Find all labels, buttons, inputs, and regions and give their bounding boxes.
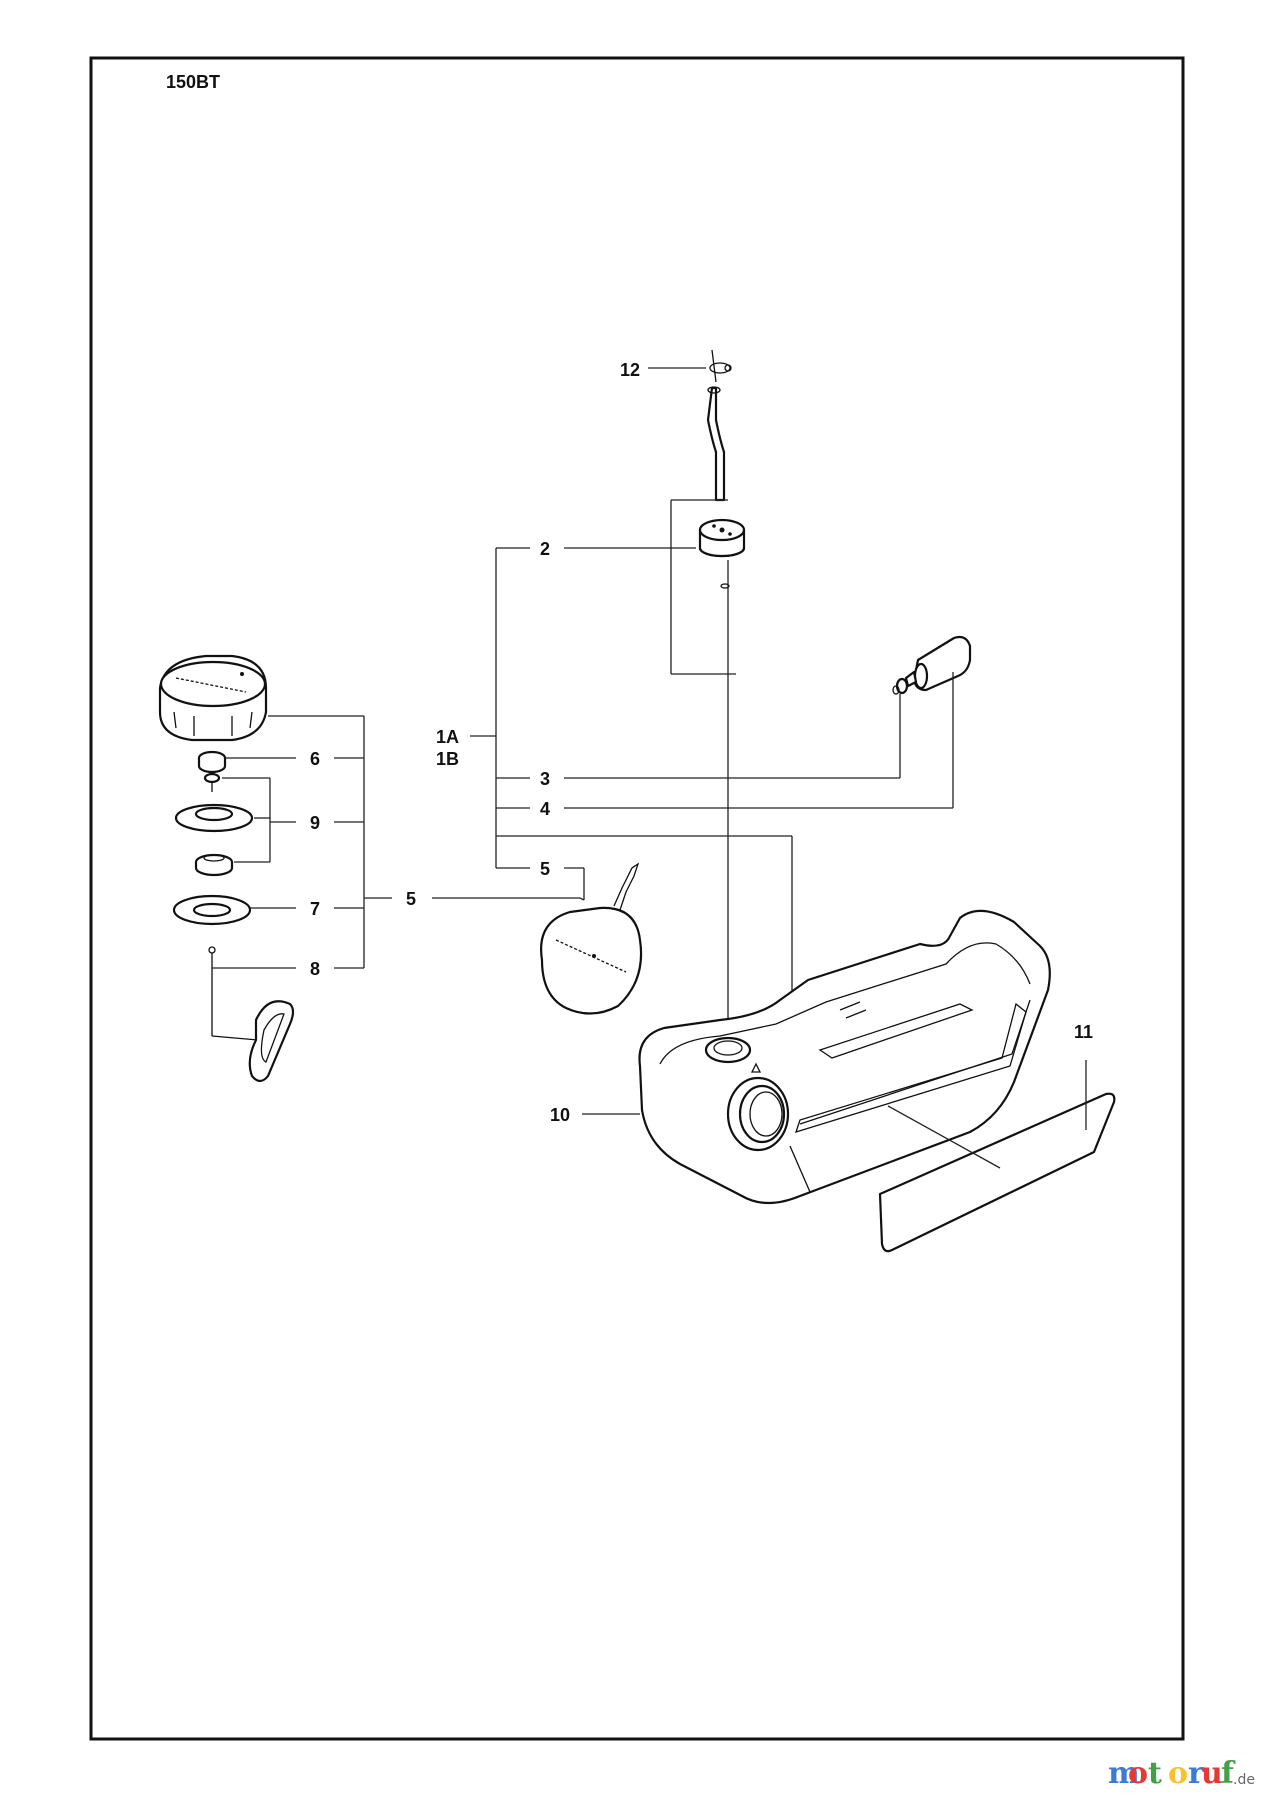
part-10-fuel-tank [638, 909, 1051, 1205]
part-8-strap [208, 946, 295, 1083]
part-fuel-hose [723, 583, 901, 758]
watermark-letter: m [1108, 1756, 1140, 1791]
label-4: 4 [540, 799, 550, 819]
part-fuel-cap [158, 654, 268, 742]
label-1b: 1B [436, 749, 459, 769]
label-3: 3 [540, 769, 550, 789]
part-grommet [698, 518, 746, 558]
part-11-decal [878, 1092, 1116, 1253]
label-10: 10 [550, 1105, 570, 1125]
label-8: 8 [310, 959, 320, 979]
watermark-letter: r [1188, 1756, 1205, 1791]
part-vent-tube [706, 386, 726, 502]
label-2: 2 [540, 539, 550, 559]
label-9: 9 [310, 813, 320, 833]
label-5-left: 5 [406, 889, 416, 909]
part-12-clip [709, 349, 732, 383]
part-5-cap-center [540, 862, 643, 1015]
label-12: 12 [620, 360, 640, 380]
label-7: 7 [310, 899, 320, 919]
watermark-letter: u [1201, 1756, 1223, 1791]
label-6: 6 [310, 749, 320, 769]
watermark-letter: o [1128, 1756, 1148, 1791]
watermark-suffix: .de [1233, 1772, 1255, 1788]
page-frame [89, 56, 1185, 1741]
watermark-letter: o [1168, 1756, 1188, 1791]
watermark-letter: t [1148, 1756, 1162, 1791]
label-11: 11 [1074, 1022, 1093, 1042]
part-6-washer [197, 750, 227, 774]
watermark-letter: f [1221, 1756, 1236, 1791]
part-7-gasket [172, 894, 252, 926]
part-4-filter [904, 635, 972, 692]
label-1a: 1A [436, 727, 459, 747]
model-title: 150BT [166, 72, 220, 92]
label-5-center: 5 [540, 859, 550, 879]
part-9-valve [174, 772, 254, 877]
